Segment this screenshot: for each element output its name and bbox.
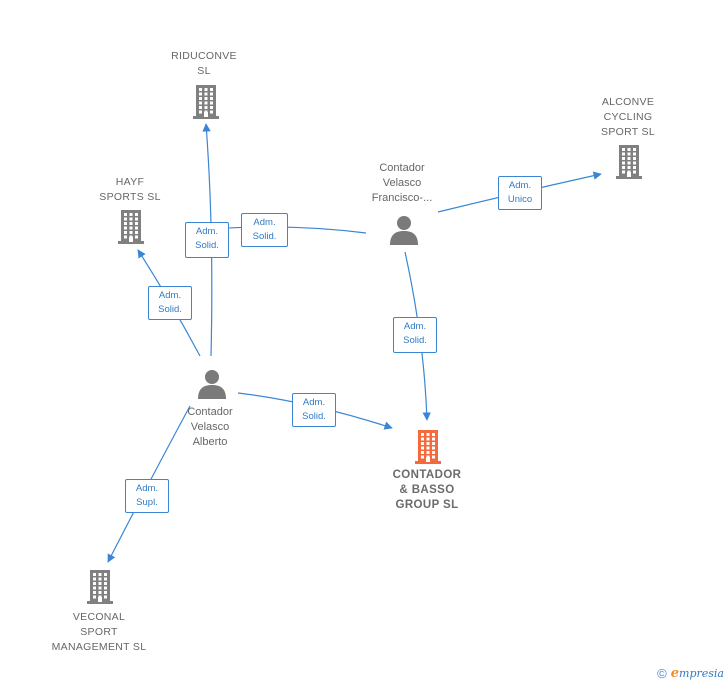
alconve-building-icon[interactable] — [615, 145, 643, 184]
contador-basso-building-icon[interactable] — [414, 430, 442, 469]
veconal-building-icon[interactable] — [86, 570, 114, 609]
contador-francisco-label-line: Velasco — [382, 177, 422, 189]
copyright-symbol: © — [657, 665, 667, 681]
hayf-label[interactable]: HAYF SPORTS SL — [70, 175, 190, 205]
contador-basso-label-line: CONTADOR — [392, 469, 462, 481]
veconal-label-line: MANAGEMENT SL — [51, 641, 147, 653]
footer-brand: © empresia — [657, 665, 724, 681]
relation-label-line: Supl. — [136, 497, 158, 508]
relation-label[interactable]: Adm. Solid. — [393, 317, 437, 353]
relation-label-line: Adm. — [403, 321, 427, 332]
veconal-label[interactable]: VECONAL SPORT MANAGEMENT SL — [39, 610, 159, 655]
contador-francisco-person-icon[interactable] — [389, 215, 419, 250]
contador-basso-label[interactable]: CONTADOR & BASSO GROUP SL — [367, 468, 487, 513]
relation-label-line: Adm. — [253, 217, 276, 228]
relation-label-line: Solid. — [252, 231, 277, 242]
relation-label[interactable]: Adm. Solid. — [148, 286, 192, 320]
contador-alberto-label-line: Velasco — [190, 421, 230, 433]
alconve-label-line: SPORT SL — [601, 126, 655, 138]
veconal-label-line: VECONAL — [72, 611, 126, 623]
relation-label-line: Adm. — [158, 290, 182, 301]
relation-label-line: Unico — [507, 194, 533, 205]
hayf-building-icon[interactable] — [117, 210, 145, 249]
relation-label-line: Solid. — [403, 335, 427, 346]
empresia-logo: empresia — [670, 665, 724, 681]
alconve-label-line: CYCLING — [603, 111, 653, 123]
relation-label[interactable]: Adm. Unico — [498, 176, 542, 210]
contador-francisco-label-line: Francisco-... — [371, 192, 433, 204]
relation-label-line: Adm. — [302, 397, 326, 408]
hayf-label-line: HAYF — [115, 176, 145, 188]
contador-alberto-label-line: Contador — [187, 406, 233, 418]
contador-alberto-person-icon[interactable] — [197, 369, 227, 404]
alconve-label-line: ALCONVE — [601, 96, 655, 108]
riduconve-label-line: RIDUCONVE — [171, 50, 237, 62]
relation-label-line: Adm. — [135, 483, 159, 494]
alconve-label[interactable]: ALCONVE CYCLING SPORT SL — [568, 95, 688, 140]
relation-label-line: Solid. — [302, 411, 326, 422]
contador-basso-label-line: & BASSO — [399, 484, 455, 496]
riduconve-label[interactable]: RIDUCONVE SL — [144, 49, 264, 79]
relation-label[interactable]: Adm. Solid. — [185, 222, 229, 258]
contador-francisco-label-line: Contador — [379, 162, 425, 174]
relation-label[interactable]: Adm. Solid. — [292, 393, 336, 427]
contador-alberto-label-line: Alberto — [192, 436, 228, 448]
relation-label[interactable]: Adm. Solid. — [241, 213, 288, 247]
riduconve-building-icon[interactable] — [192, 85, 220, 124]
relation-label-line: Adm. — [508, 180, 532, 191]
relation-label-line: Adm. — [195, 226, 219, 237]
riduconve-label-line: SL — [197, 65, 211, 77]
hayf-label-line: SPORTS SL — [99, 191, 161, 203]
relation-label[interactable]: Adm. Supl. — [125, 479, 169, 513]
contador-basso-label-line: GROUP SL — [395, 499, 459, 511]
relation-label-line: Solid. — [158, 304, 182, 315]
veconal-label-line: SPORT — [80, 626, 118, 638]
relation-label-line: Solid. — [195, 240, 219, 251]
